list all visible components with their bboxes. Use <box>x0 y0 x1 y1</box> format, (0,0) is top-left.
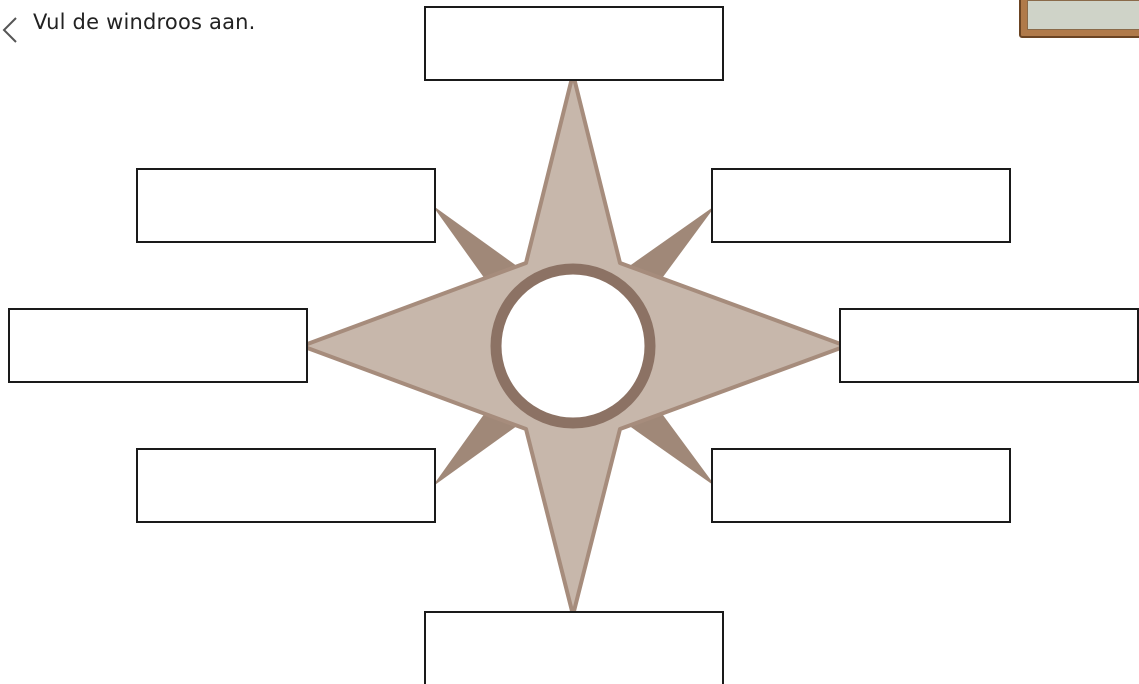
center-ring <box>496 269 650 423</box>
answer-box-south-east[interactable] <box>711 448 1011 523</box>
answer-box-north[interactable] <box>424 6 724 81</box>
answer-box-south-west[interactable] <box>136 448 436 523</box>
map-thumbnail <box>1019 0 1139 38</box>
answer-box-north-east[interactable] <box>711 168 1011 243</box>
answer-box-south[interactable] <box>424 611 724 684</box>
answer-box-west[interactable] <box>8 308 308 383</box>
map-thumbnail-image <box>1027 0 1139 30</box>
answer-box-east[interactable] <box>839 308 1139 383</box>
answer-box-north-west[interactable] <box>136 168 436 243</box>
